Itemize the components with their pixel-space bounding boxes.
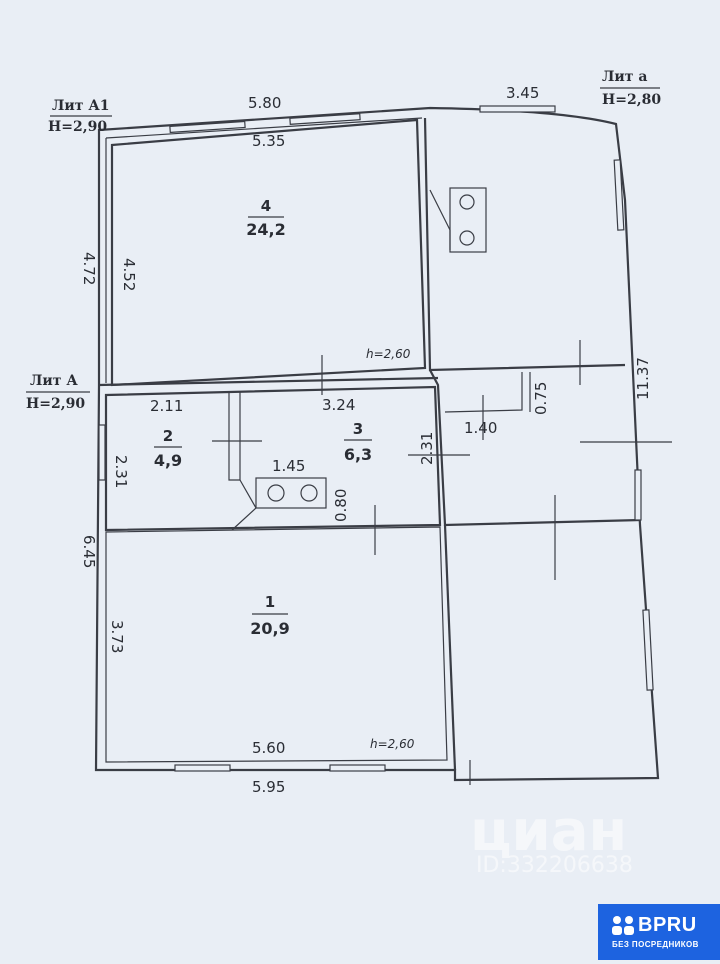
room-4-area: 24,2 (246, 220, 285, 239)
dim-bottom-inner: 5.60 (252, 739, 285, 757)
room-2-label: 2 4,9 (154, 427, 182, 470)
height-lower: h=2,60 (370, 737, 415, 751)
dim-left-a-outer: 6.45 (80, 535, 98, 568)
door-marks (212, 340, 672, 785)
dim-porch-depth: 0.75 (532, 382, 550, 415)
badge-subtitle: БЕЗ ПОСРЕДНИКОВ (612, 940, 699, 949)
watermark-id: ID:332206638 (476, 853, 633, 878)
dim-room3-width: 3.24 (322, 396, 355, 414)
stove-lower (231, 477, 327, 531)
windows (98, 105, 654, 772)
dim-top-right: 3.45 (506, 84, 539, 102)
room-4-number: 4 (261, 197, 271, 215)
dim-room2-width: 2.11 (150, 397, 183, 415)
h-a-small-label: H=2,80 (602, 92, 661, 108)
h-a-label: H=2,90 (26, 396, 85, 412)
lit-a-label: Лит А (30, 373, 78, 389)
people-icon (612, 916, 634, 935)
room-1-number: 1 (265, 593, 275, 611)
dim-top-a1: 5.80 (248, 94, 281, 112)
dimension-labels: 5.80 5.35 3.45 4.72 4.52 11.37 6.45 2.11… (80, 84, 652, 796)
dim-left-a1-outer: 4.72 (80, 252, 98, 285)
room-3-area: 6,3 (344, 445, 372, 464)
dim-bottom-outer: 5.95 (252, 778, 285, 796)
room-1-label: 1 20,9 (250, 593, 289, 638)
level-label-a-small: Лит а H=2,80 (600, 69, 661, 108)
room-2-area: 4,9 (154, 451, 182, 470)
level-label-a: Лит А H=2,90 (26, 373, 90, 412)
room-2-number: 2 (163, 427, 173, 445)
watermark-text: циан (470, 799, 627, 864)
outer-walls (94, 106, 660, 782)
lit-a1-label: Лит А1 (52, 98, 109, 114)
dim-room1-height: 3.73 (108, 620, 126, 653)
interior-walls (98, 117, 641, 771)
room-4-label: 4 24,2 (246, 197, 285, 239)
dim-right-total: 11.37 (634, 357, 652, 400)
dim-top-inner: 5.35 (252, 132, 285, 150)
badge-brand: BPRU (638, 914, 697, 936)
lit-a-small-label: Лит а (602, 69, 647, 85)
bpru-badge: BPRU БЕЗ ПОСРЕДНИКОВ (598, 904, 720, 960)
dim-room2-height: 2.31 (112, 455, 130, 488)
dim-room3-height: 2.31 (418, 432, 436, 465)
watermark: циан ID:332206638 (470, 799, 633, 878)
room-3-label: 3 6,3 (344, 420, 372, 464)
dim-stove-depth: 0.80 (332, 489, 350, 522)
dim-stove-width: 1.45 (272, 457, 305, 475)
dim-left-a1-inner: 4.52 (120, 258, 138, 291)
room-3-number: 3 (353, 420, 363, 438)
dim-porch-width: 1.40 (464, 419, 497, 437)
level-label-a1: Лит А1 H=2,90 (48, 98, 112, 135)
room-1-area: 20,9 (250, 619, 289, 638)
height-upper: h=2,60 (366, 347, 411, 361)
h-a1-label: H=2,90 (48, 119, 107, 135)
stove-upper (429, 187, 487, 253)
